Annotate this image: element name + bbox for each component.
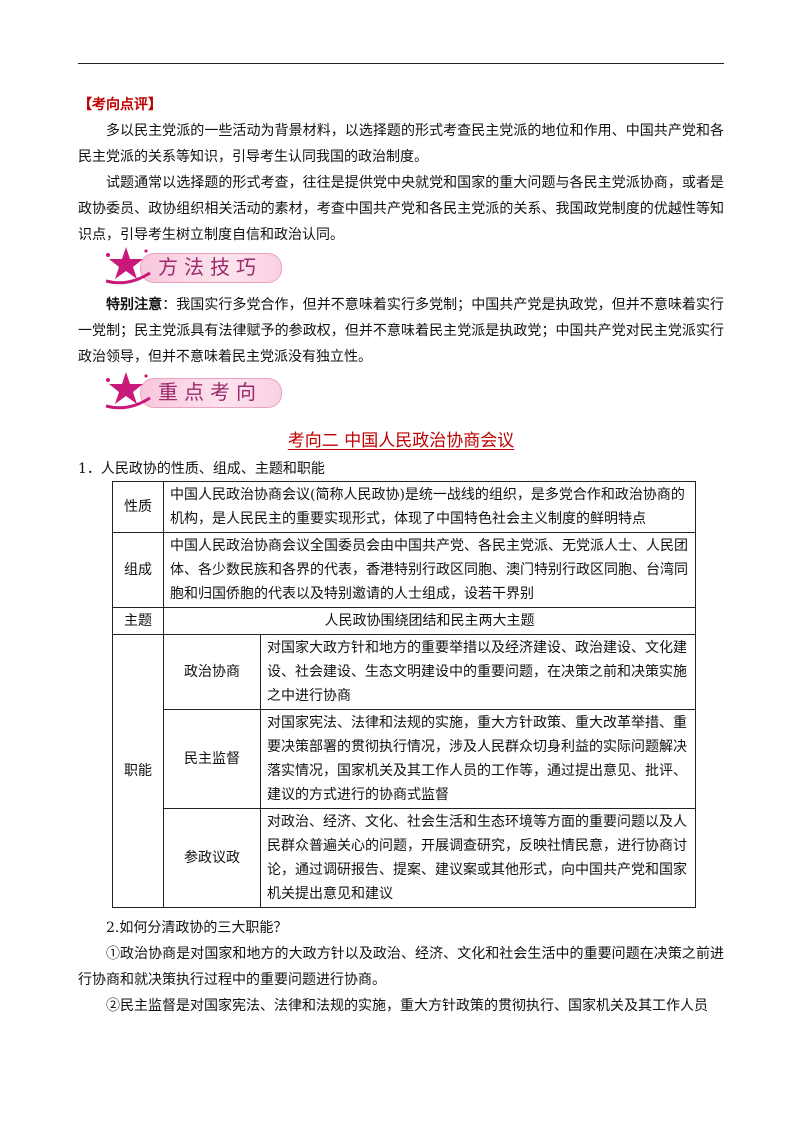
- table-row: 参政议政 对政治、经济、文化、社会生活和生态环境等方面的重要问题以及人民群众普遍…: [113, 808, 696, 908]
- question-heading: 2.如何分清政协的三大职能？: [106, 920, 288, 936]
- function-name: 政治协商: [163, 634, 261, 710]
- list-heading: 1．人民政协的性质、组成、主题和职能: [78, 461, 325, 477]
- function-name: 参政议政: [163, 808, 261, 908]
- function-desc: 对国家宪法、法律和法规的实施，重大方针政策、重大改革举措、重要决策部署的贯彻执行…: [260, 709, 696, 809]
- review-section: 【考向点评】 多以民主党派的一些活动为背景材料，以选择题的形式考查民主党派的地位…: [78, 92, 724, 248]
- table-row: 民主监督 对国家宪法、法律和法规的实施，重大方针政策、重大改革举措、重要决策部署…: [113, 709, 696, 809]
- table-row: 主题 人民政协围绕团结和民主两大主题: [112, 607, 696, 635]
- banner-method: 方法技巧: [98, 243, 288, 289]
- function-desc: 对政治、经济、文化、社会生活和生态环境等方面的重要问题以及人民群众普遍关心的问题…: [260, 808, 696, 908]
- banner-focus-label: 重点考向: [158, 380, 262, 404]
- banner-pill: [140, 378, 282, 408]
- table-row: 职能 政治协商 对国家大政方针和地方的重要举措以及经济建设、政治建设、文化建设、…: [112, 634, 696, 908]
- note-paragraph: 特别注意：我国实行多党合作，但并不意味着实行多党制；中国共产党是执政党，但并不意…: [78, 292, 724, 370]
- table-value: 中国人民政治协商会议(简称人民政协)是统一战线的组织，是多党合作和政治协商的机构…: [163, 481, 696, 533]
- table-key: 组成: [112, 532, 164, 608]
- table-key: 职能: [112, 634, 164, 908]
- function-name: 民主监督: [163, 709, 261, 809]
- banner-method-label: 方法技巧: [158, 255, 262, 279]
- table-value: 人民政协围绕团结和民主两大主题: [163, 607, 696, 635]
- note-section: 特别注意：我国实行多党合作，但并不意味着实行多党制；中国共产党是执政党，但并不意…: [78, 292, 724, 370]
- section-title: 考向二 中国人民政治协商会议: [287, 431, 515, 451]
- table-row: 性质 中国人民政治协商会议(简称人民政协)是统一战线的组织，是多党合作和政治协商…: [112, 481, 696, 533]
- header-rule: [78, 63, 724, 64]
- table-value: 中国人民政治协商会议全国委员会由中国共产党、各民主党派、无党派人士、人民团体、各…: [163, 532, 696, 608]
- banner-focus: 重点考向: [98, 368, 288, 414]
- table-key: 性质: [112, 481, 164, 533]
- table-row: 组成 中国人民政治协商会议全国委员会由中国共产党、各民主党派、无党派人士、人民团…: [112, 532, 696, 608]
- note-label: 特别注意: [106, 297, 163, 313]
- question-item-1: ①政治协商是对国家和地方的大政方针以及政治、经济、文化和社会生活中的重要问题在决…: [78, 946, 724, 988]
- question-item-2: ②民主监督是对国家宪法、法律和法规的实施，重大方针政策的贯彻执行、国家机关及其工…: [106, 998, 708, 1014]
- review-heading: 【考向点评】: [78, 97, 162, 113]
- banner-pill: [140, 253, 282, 283]
- cppcc-table: 性质 中国人民政治协商会议(简称人民政协)是统一战线的组织，是多党合作和政治协商…: [112, 481, 696, 908]
- star-icon: [105, 372, 151, 410]
- table-key: 主题: [112, 607, 164, 635]
- review-paragraph-1: 多以民主党派的一些活动为背景材料，以选择题的形式考查民主党派的地位和作用、中国共…: [78, 123, 724, 165]
- review-paragraph-2: 试题通常以选择题的形式考查，往往是提供党中央就党和国家的重大问题与各民主党派协商…: [78, 175, 724, 243]
- star-icon: [105, 247, 151, 285]
- function-desc: 对国家大政方针和地方的重要举措以及经济建设、政治建设、文化建设、社会建设、生态文…: [260, 634, 696, 710]
- question-section: 2.如何分清政协的三大职能？ ①政治协商是对国家和地方的大政方针以及政治、经济、…: [78, 915, 724, 1019]
- note-text: ：我国实行多党合作，但并不意味着实行多党制；中国共产党是执政党，但并不意味着实行…: [78, 297, 724, 365]
